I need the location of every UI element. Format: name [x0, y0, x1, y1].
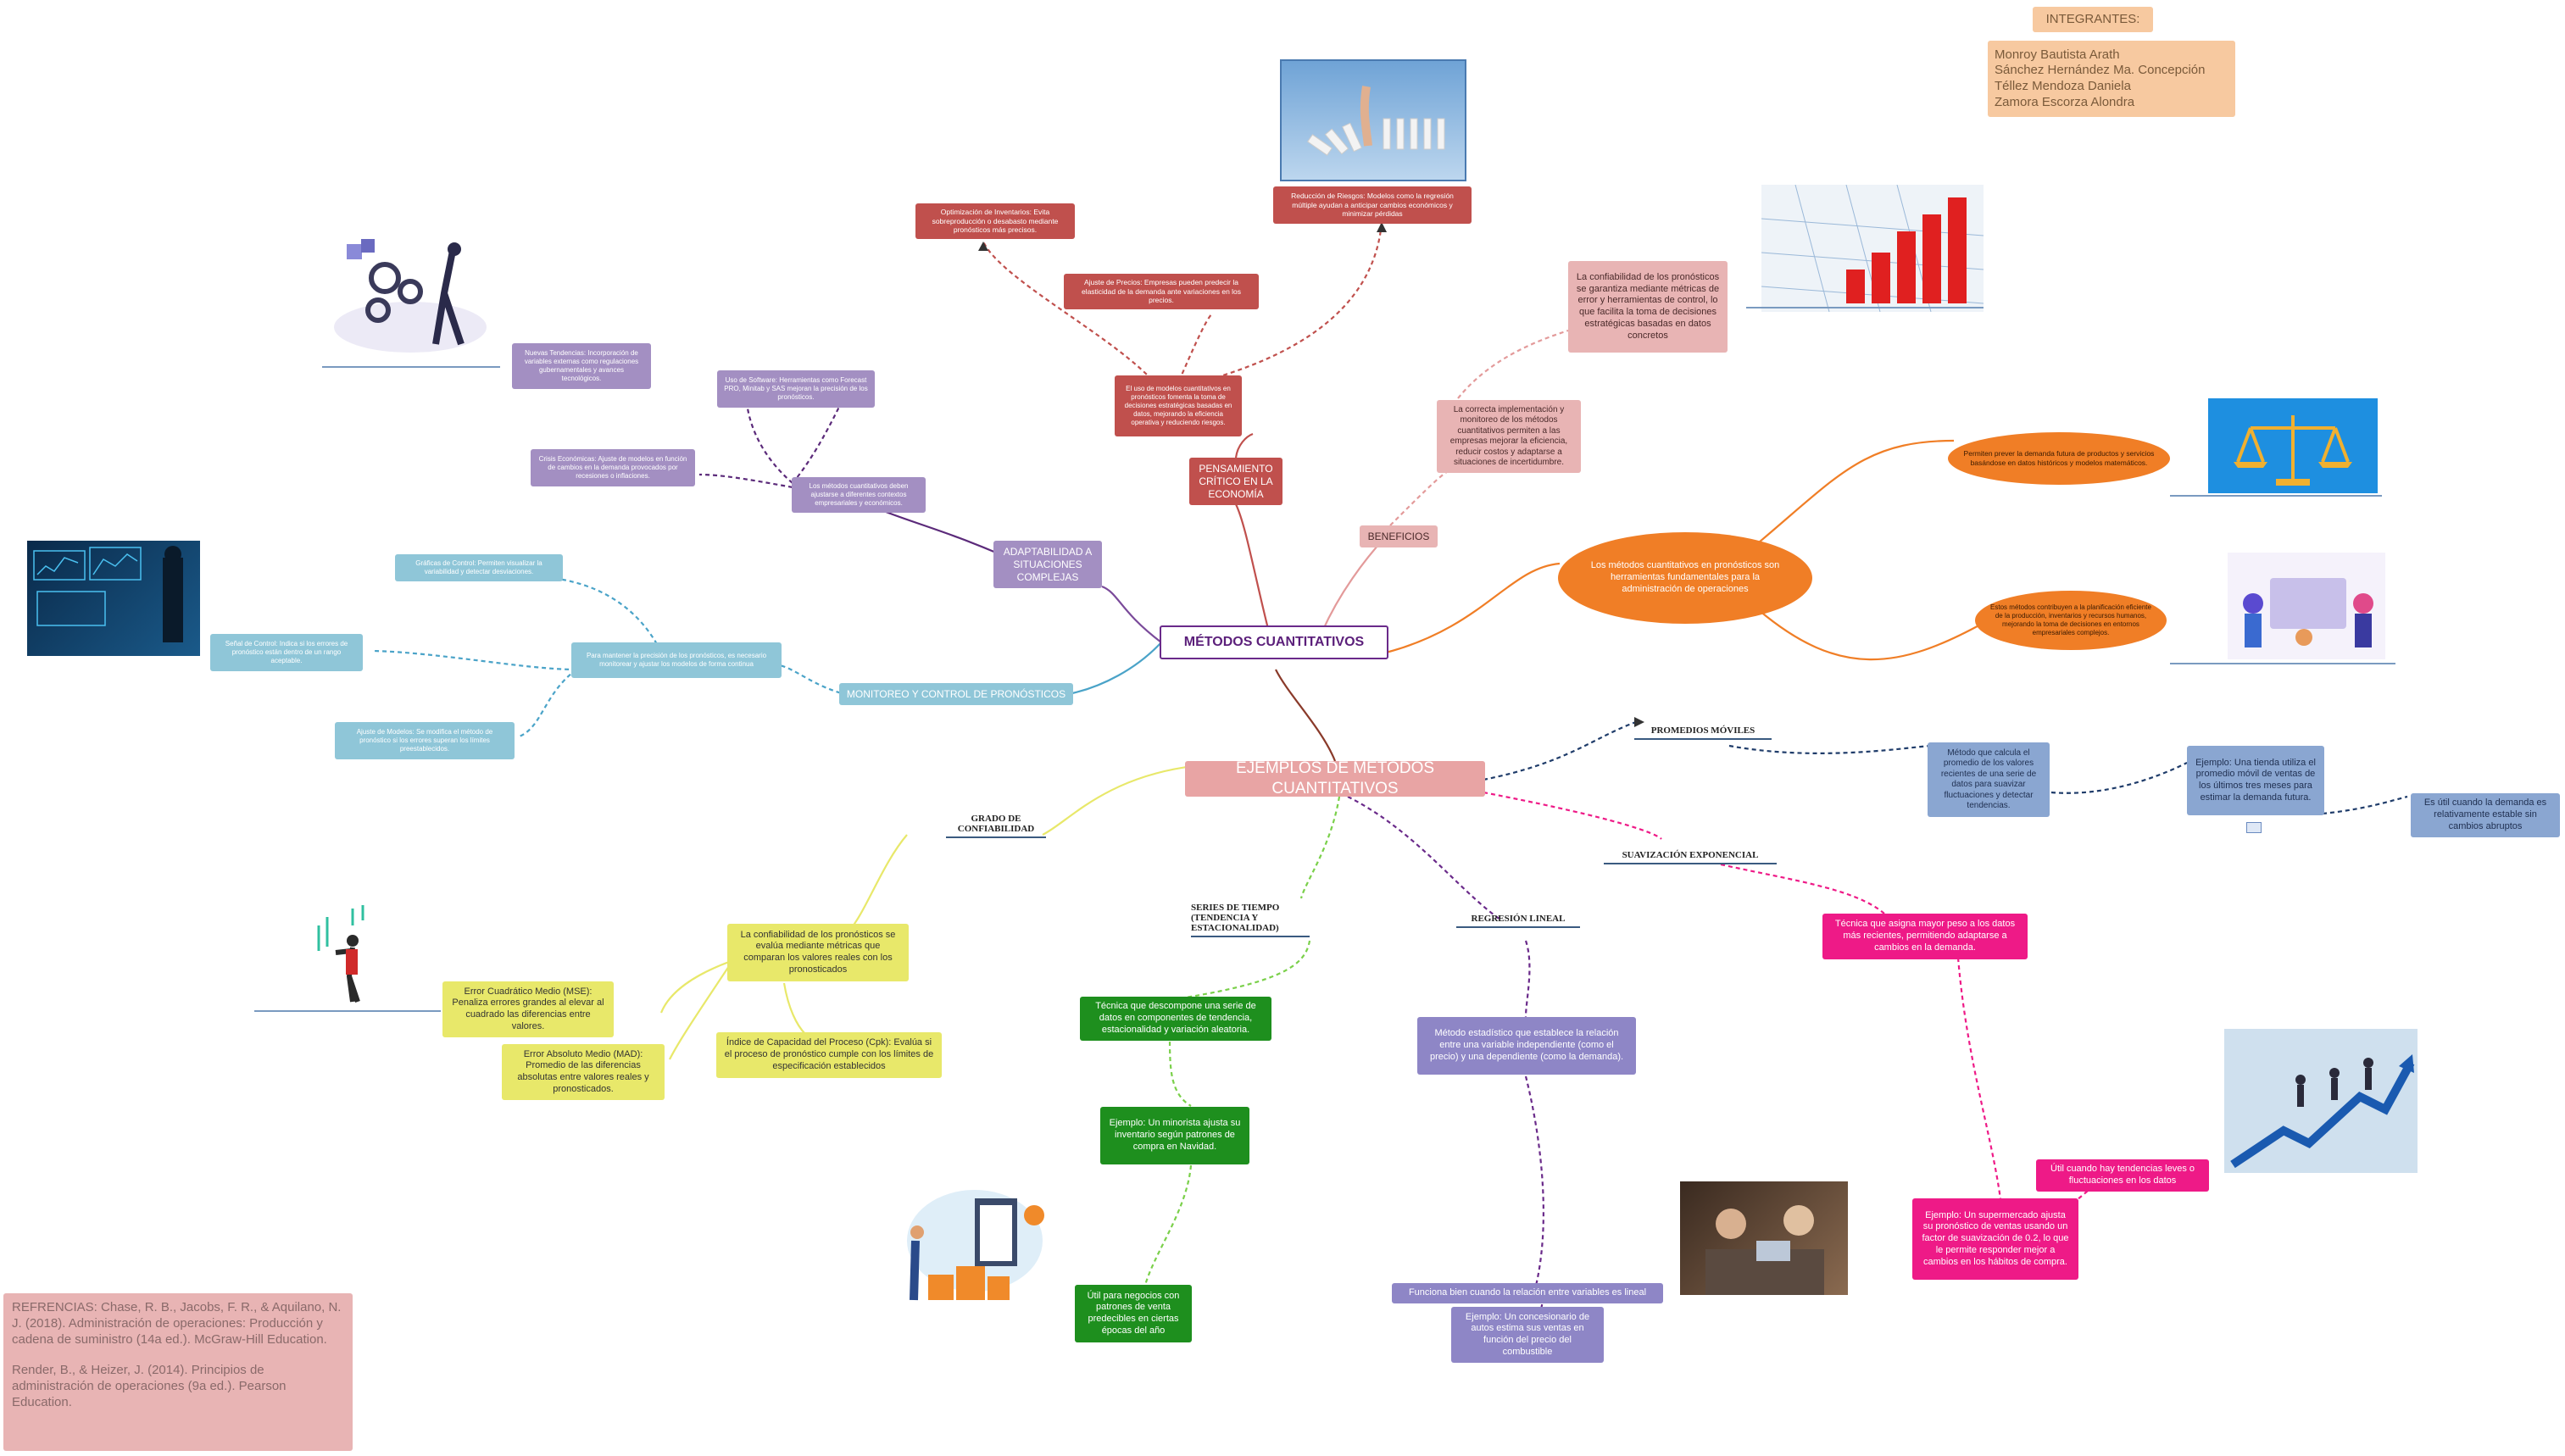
warehouse-checklist-image	[890, 1181, 1051, 1312]
central-topic[interactable]: MÉTODOS CUANTITATIVOS	[1160, 625, 1388, 659]
grado-main[interactable]: La confiabilidad de los pronósticos se e…	[727, 924, 909, 981]
adaptabilidad-main[interactable]: Los métodos cuantitativos deben ajustars…	[792, 477, 926, 513]
pensamiento-riesgos[interactable]: Reducción de Riesgos: Modelos como la re…	[1273, 186, 1472, 224]
suavizacion-main[interactable]: Técnica que asigna mayor peso a los dato…	[1822, 914, 2028, 959]
beneficios-label[interactable]: BENEFICIOS	[1360, 525, 1438, 547]
monitoreo-senal[interactable]: Señal de Control: Indica si los errores …	[210, 634, 363, 671]
pensamiento-main[interactable]: El uso de modelos cuantitativos en pronó…	[1115, 375, 1242, 436]
regresion-main[interactable]: Método estadístico que establece la rela…	[1417, 1017, 1636, 1075]
definicion-planificacion[interactable]: Estos métodos contribuyen a la planifica…	[1975, 591, 2167, 650]
referencia-2: Render, B., & Heizer, J. (2014). Princip…	[12, 1363, 287, 1409]
member-name: Zamora Escorza Alondra	[1995, 94, 2135, 109]
member-name: Monroy Bautista Arath	[1995, 47, 2120, 62]
promedios-util[interactable]: Es útil cuando la demanda es relativamen…	[2411, 793, 2560, 837]
series-ejemplo[interactable]: Ejemplo: Un minorista ajusta su inventar…	[1100, 1107, 1249, 1164]
regresion-funciona[interactable]: Funciona bien cuando la relación entre v…	[1392, 1283, 1663, 1303]
grado-mse[interactable]: Error Cuadrático Medio (MSE): Penaliza e…	[442, 981, 614, 1037]
divider-line	[1746, 307, 1984, 308]
promedios-ejemplo[interactable]: Ejemplo: Una tienda utiliza el promedio …	[2187, 746, 2324, 815]
referencias: REFRENCIAS: Chase, R. B., Jacobs, F. R.,…	[3, 1293, 353, 1451]
member-name: Téllez Mendoza Daniela	[1995, 79, 2131, 93]
dominoes-image	[1280, 59, 1466, 181]
integrantes-title: INTEGRANTES:	[2033, 7, 2153, 32]
grado-title: GRADO DE CONFIABILIDAD	[946, 814, 1046, 838]
gears-person-image	[325, 234, 488, 361]
adaptabilidad-crisis[interactable]: Crisis Económicas: Ajuste de modelos en …	[531, 449, 695, 486]
series-title: SERIES DE TIEMPO (TENDENCIA Y ESTACIONAL…	[1191, 903, 1310, 937]
regresion-title: REGRESIÓN LINEAL	[1456, 914, 1580, 928]
regresion-ejemplo[interactable]: Ejemplo: Un concesionario de autos estim…	[1451, 1307, 1604, 1363]
pensamiento-precio[interactable]: Ajuste de Precios: Empresas pueden prede…	[1064, 274, 1259, 309]
monitoreo-label[interactable]: MONITOREO Y CONTROL DE PRONÓSTICOS	[839, 683, 1073, 705]
pensamiento-label[interactable]: PENSAMIENTO CRÍTICO EN LA ECONOMÍA	[1189, 458, 1282, 505]
referencia-1: REFRENCIAS: Chase, R. B., Jacobs, F. R.,…	[12, 1300, 342, 1347]
beneficios-implementacion[interactable]: La correcta implementación y monitoreo d…	[1437, 400, 1581, 473]
series-util[interactable]: Útil para negocios con patrones de venta…	[1075, 1285, 1192, 1342]
promedios-title: PROMEDIOS MÓVILES	[1634, 725, 1772, 740]
grado-mad[interactable]: Error Absoluto Medio (MAD): Promedio de …	[502, 1044, 665, 1100]
suavizacion-title: SUAVIZACIÓN EXPONENCIAL	[1604, 850, 1777, 864]
meeting-photo-image	[1680, 1181, 1848, 1295]
note-icon	[2246, 822, 2262, 833]
monitoreo-ajuste[interactable]: Ajuste de Modelos: Se modifica el método…	[335, 722, 515, 759]
divider-line	[322, 366, 500, 368]
team-planning-image	[2228, 553, 2385, 659]
adaptabilidad-software[interactable]: Uso de Software: Herramientas como Forec…	[717, 370, 875, 408]
definicion-prever[interactable]: Permiten prever la demanda futura de pro…	[1948, 432, 2170, 485]
divider-line	[254, 1010, 441, 1012]
trader-screens-image	[27, 541, 200, 656]
bar-growth-image	[1761, 185, 1984, 312]
suavizacion-ejemplo[interactable]: Ejemplo: Un supermercado ajusta su pronó…	[1912, 1198, 2078, 1280]
balance-scale-image	[2208, 398, 2378, 493]
definicion-main[interactable]: Los métodos cuantitativos en pronósticos…	[1558, 532, 1812, 624]
pensamiento-optimizacion[interactable]: Optimización de Inventarios: Evita sobre…	[915, 203, 1075, 239]
divider-line	[2170, 663, 2395, 664]
monitoreo-graficas[interactable]: Gráficas de Control: Permiten visualizar…	[395, 554, 563, 581]
suavizacion-util[interactable]: Útil cuando hay tendencias leves o fluct…	[2036, 1159, 2209, 1192]
ejemplos-label[interactable]: EJEMPLOS DE MÉTODOS CUANTITATIVOS	[1185, 759, 1485, 797]
divider-line	[2170, 495, 2382, 497]
adaptabilidad-tendencias[interactable]: Nuevas Tendencias: Incorporación de vari…	[512, 343, 651, 389]
grado-cpk[interactable]: Índice de Capacidad del Proceso (Cpk): E…	[716, 1032, 942, 1078]
presenter-image	[302, 900, 390, 1007]
promedios-main[interactable]: Método que calcula el promedio de los va…	[1928, 742, 2050, 817]
member-name: Sánchez Hernández Ma. Concepción	[1995, 63, 2206, 78]
adaptabilidad-label[interactable]: ADAPTABILIDAD A SITUACIONES COMPLEJAS	[993, 541, 1102, 588]
monitoreo-main[interactable]: Para mantener la precisión de los pronós…	[571, 642, 782, 678]
integrantes-list: Monroy Bautista Arath Sánchez Hernández …	[1988, 41, 2235, 117]
growth-race-image	[2224, 1029, 2418, 1173]
series-main[interactable]: Técnica que descompone una serie de dato…	[1080, 997, 1271, 1041]
beneficios-confiabilidad[interactable]: La confiabilidad de los pronósticos se g…	[1568, 261, 1728, 353]
